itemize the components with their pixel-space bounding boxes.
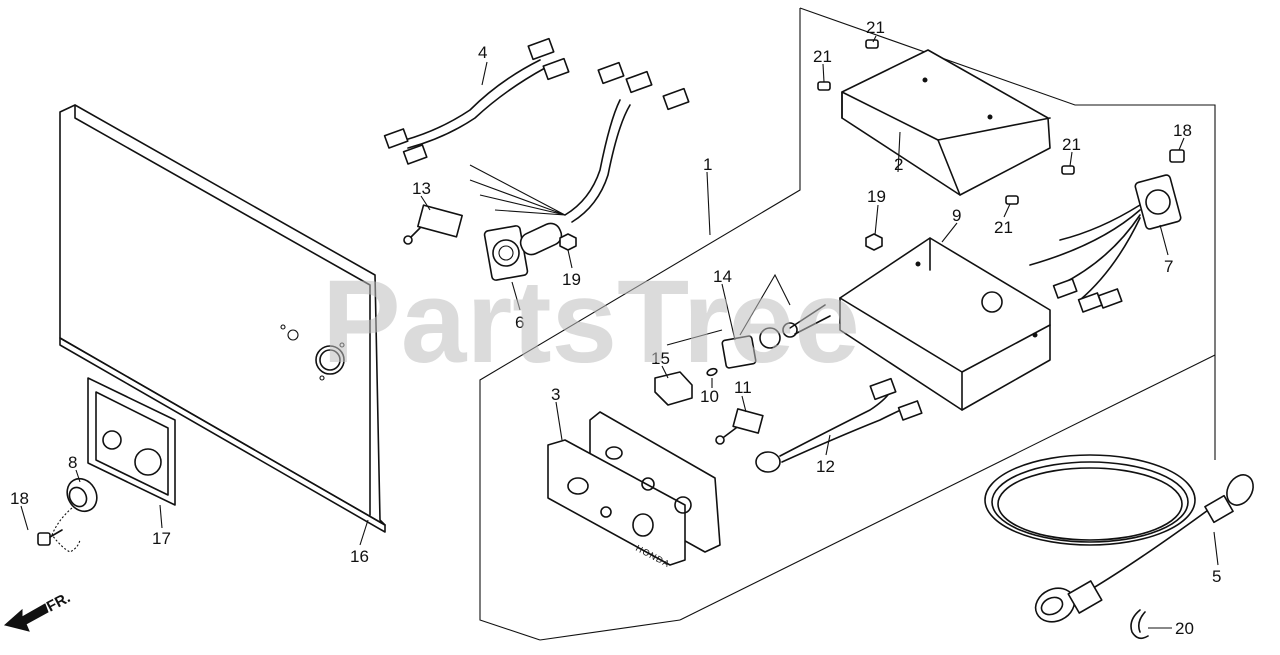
bulb-part-10 bbox=[706, 367, 718, 377]
screw-part-21 bbox=[817, 39, 1075, 205]
toggle-switch-part-13 bbox=[403, 204, 463, 245]
receptacle-part-14 bbox=[721, 273, 831, 369]
callout-leaders bbox=[20, 35, 1219, 629]
callout-18-left: 18 bbox=[10, 489, 29, 508]
callout-5: 5 bbox=[1212, 567, 1221, 586]
box-housing-part-9 bbox=[839, 237, 1051, 411]
wire-harness-part-4 bbox=[383, 37, 570, 165]
callout-2: 2 bbox=[894, 155, 903, 174]
harness-socket-part-6 bbox=[469, 61, 690, 281]
clip-part-20 bbox=[1130, 609, 1149, 640]
front-arrow-icon bbox=[3, 603, 49, 632]
callout-4: 4 bbox=[478, 43, 487, 62]
callout-1: 1 bbox=[703, 155, 712, 174]
callout-3: 3 bbox=[551, 385, 560, 404]
harness-socket-part-7 bbox=[1029, 174, 1182, 313]
gasket-part-17 bbox=[87, 377, 176, 506]
callout-6: 6 bbox=[515, 313, 524, 332]
callout-12: 12 bbox=[816, 457, 835, 476]
callout-7: 7 bbox=[1164, 257, 1173, 276]
screw-part-18-right bbox=[1169, 149, 1185, 163]
callout-8: 8 bbox=[68, 453, 77, 472]
nut-part-19 bbox=[559, 233, 883, 251]
harness-part-12 bbox=[755, 377, 923, 473]
callout-21-upper: 21 bbox=[813, 47, 832, 66]
callout-11: 11 bbox=[734, 378, 752, 397]
callout-19-left: 19 bbox=[562, 270, 581, 289]
front-direction-indicator: FR. bbox=[3, 589, 73, 632]
callout-9: 9 bbox=[952, 206, 961, 225]
callout-19-right: 19 bbox=[867, 187, 886, 206]
cover-bracket-part-2 bbox=[841, 49, 1051, 196]
front-panel-part-16 bbox=[59, 104, 386, 533]
callout-13: 13 bbox=[412, 179, 431, 198]
callout-21-top: 21 bbox=[866, 18, 885, 37]
relay-part-15 bbox=[654, 329, 723, 406]
callout-14: 14 bbox=[713, 267, 732, 286]
control-panel-part-3: HONDA bbox=[547, 411, 721, 569]
watermark-text: PartsTree bbox=[322, 256, 860, 388]
extension-cable-part-5 bbox=[984, 454, 1254, 623]
callout-21-lower: 21 bbox=[994, 218, 1013, 237]
callout-16: 16 bbox=[350, 547, 369, 566]
callout-17: 17 bbox=[152, 529, 171, 548]
screw-part-18-left bbox=[37, 529, 63, 546]
switch-part-11 bbox=[715, 408, 764, 445]
callout-18-right: 18 bbox=[1173, 121, 1192, 140]
callout-15: 15 bbox=[651, 349, 670, 368]
callout-labels: 4 2 1 3 5 6 7 8 9 10 11 12 13 14 15 16 1… bbox=[10, 18, 1221, 638]
cap-with-chain-part-8 bbox=[51, 477, 98, 553]
callout-20: 20 bbox=[1175, 619, 1194, 638]
callout-21-right: 21 bbox=[1062, 135, 1081, 154]
callout-10: 10 bbox=[700, 387, 719, 406]
